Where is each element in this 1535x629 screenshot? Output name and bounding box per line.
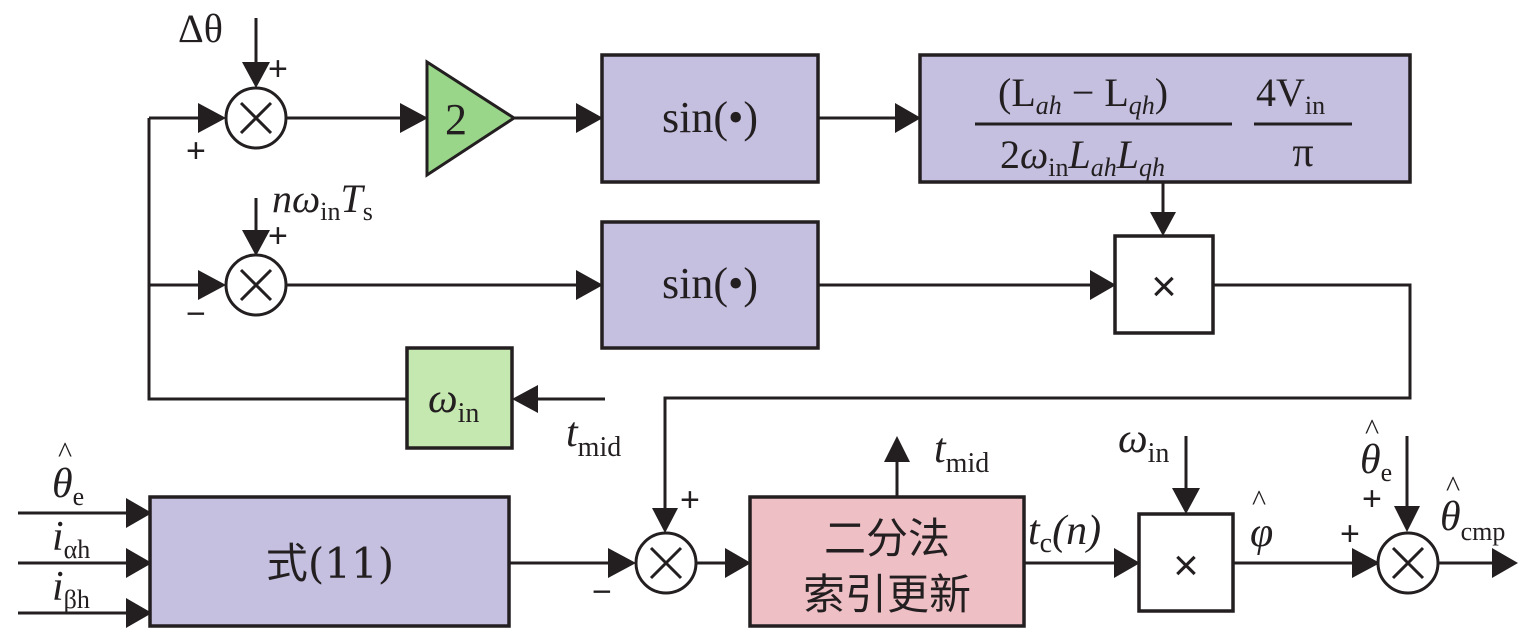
t-mid-output-label: tmid — [934, 426, 989, 479]
bisection-index-update-block: 二分法 索引更新 — [748, 495, 1026, 628]
omega-in-top-label: ωin — [1118, 416, 1169, 469]
multiplier-block-middle: × — [1113, 234, 1215, 335]
arrowhead — [652, 508, 678, 533]
sum2-minus: − — [186, 295, 206, 333]
eq11-label: 式(11) — [266, 539, 394, 588]
arrowhead — [1150, 212, 1176, 236]
sum1-plus-top: + — [268, 50, 288, 88]
omega-in-block: ωin — [405, 346, 514, 450]
theta-cmp-label: θcmp — [1440, 494, 1505, 546]
sin-top-label: sin(•) — [662, 93, 758, 142]
sum1-plus-left: + — [186, 132, 206, 170]
arrowhead — [242, 62, 270, 88]
sin-block-top: sin(•) — [600, 53, 820, 184]
arrowhead — [725, 548, 751, 578]
theta-e-hat-right-label: θe — [1360, 437, 1392, 487]
tc-n-label: tc(n) — [1028, 508, 1101, 559]
delta-theta-label: Δθ — [178, 6, 223, 51]
arrowhead — [198, 103, 226, 133]
arrowhead — [126, 548, 152, 578]
arrowhead — [576, 270, 603, 300]
wire-multiplier-to-sum3 — [663, 283, 1412, 515]
n-omega-ts-label: nωinTs — [272, 176, 373, 226]
coef-4vin: 4Vin — [1256, 70, 1325, 120]
coef-pi: π — [1292, 130, 1313, 176]
arrowhead — [1172, 488, 1200, 514]
arrowhead — [1394, 506, 1420, 532]
arrowhead — [1090, 270, 1116, 300]
arrowhead — [198, 270, 226, 300]
arrowhead — [400, 103, 428, 133]
i-beta-h-label: iβh — [52, 564, 90, 614]
gain-value: 2 — [445, 95, 467, 144]
multiplier-bottom-symbol: × — [1173, 541, 1199, 590]
gain-block: 2 — [425, 59, 517, 178]
bisection-label-line1: 二分法 — [824, 514, 950, 563]
sin-block-middle: sin(•) — [600, 220, 820, 350]
arrowhead — [1114, 548, 1140, 578]
t-mid-input-label: tmid — [566, 410, 621, 463]
sin-mid-label: sin(•) — [662, 259, 758, 308]
summing-junction-1 — [224, 86, 288, 150]
arrowhead — [242, 230, 270, 256]
sum2-plus-top: + — [268, 217, 288, 255]
multiplier-mid-symbol: × — [1151, 262, 1177, 311]
final-sum-plus-top: + — [1362, 480, 1382, 518]
coefficient-block: (Lah − Lqh) 2ωinLahLqh 4Vin π — [918, 53, 1412, 184]
theta-cmp-accent: ^ — [1446, 470, 1460, 503]
equation-11-block: 式(11) — [148, 495, 511, 628]
arrowhead — [895, 103, 921, 133]
theta-e-hat-right-accent: ^ — [1365, 413, 1379, 446]
arrowhead — [884, 436, 910, 462]
arrowhead — [126, 498, 152, 528]
phi-hat-accent: ^ — [1252, 484, 1266, 517]
phi-hat-label: φ — [1250, 510, 1273, 556]
arrowhead — [1352, 548, 1380, 578]
final-sum-plus-left: + — [1340, 515, 1360, 553]
left-feedback-bus — [147, 118, 407, 401]
summing-junction-3 — [634, 531, 698, 595]
final-summing-junction — [1376, 531, 1440, 595]
arrowhead — [576, 103, 603, 133]
sum3-plus: + — [680, 481, 700, 519]
arrowhead — [126, 598, 152, 628]
summing-junction-2 — [224, 253, 288, 317]
theta-e-hat-label: θe — [52, 461, 84, 511]
omega-block-label: ωin — [428, 376, 479, 429]
coef-numerator: (Lah − Lqh) — [998, 70, 1168, 120]
coef-denominator: 2ωinLahLqh — [1000, 132, 1165, 182]
i-alpha-h-label: iαh — [52, 514, 90, 564]
arrowhead — [608, 548, 636, 578]
multiplier-block-bottom: × — [1137, 512, 1235, 613]
arrowhead — [512, 385, 538, 413]
arrowhead — [1492, 548, 1518, 578]
bisection-label-line2: 索引更新 — [803, 570, 971, 619]
theta-e-hat-accent: ^ — [58, 436, 72, 469]
sum3-minus: − — [592, 573, 612, 611]
